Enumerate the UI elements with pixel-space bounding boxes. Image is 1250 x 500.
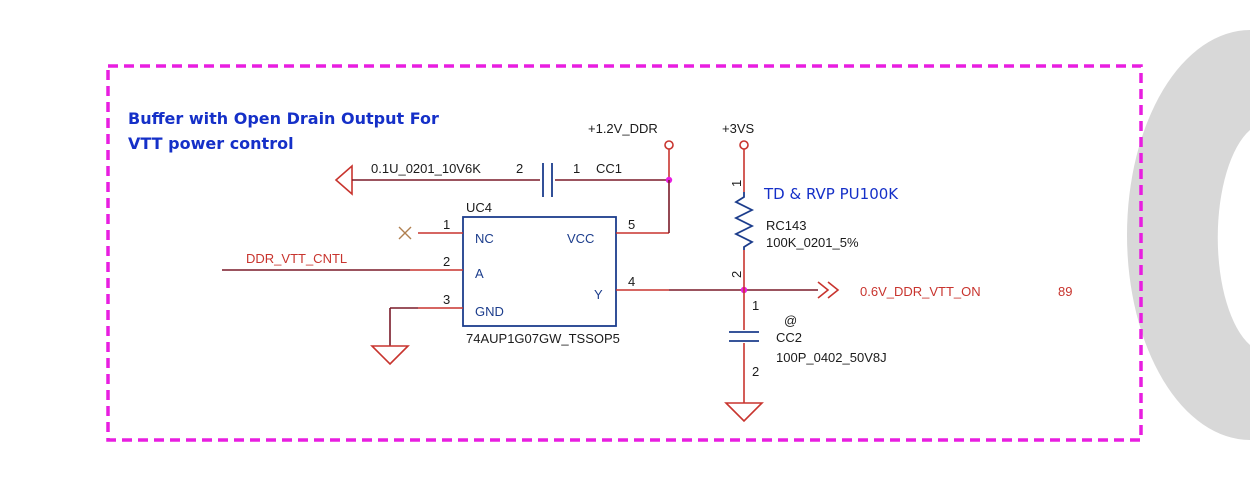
res-ref: RC143 xyxy=(766,218,806,233)
res-pin-top-num: 1 xyxy=(729,180,744,187)
cap-cc1-pin-b: 1 xyxy=(573,161,580,176)
cap-cc2-pin-bot: 2 xyxy=(752,364,759,379)
cap-cc1-pin-a: 2 xyxy=(516,161,523,176)
res-value: 100K_0201_5% xyxy=(766,235,859,250)
cap-cc2-mark: @ xyxy=(784,313,797,328)
ic-pin-name-gnd: GND xyxy=(475,304,504,319)
block-frame xyxy=(106,64,1143,442)
ground-symbol-cc2 xyxy=(724,402,764,423)
ground-symbol-ic xyxy=(370,345,410,366)
rail-symbol-ddr xyxy=(664,140,674,150)
net-page-ref: 89 xyxy=(1058,284,1072,299)
watermark-arc xyxy=(1127,30,1250,440)
no-connect-mark xyxy=(398,226,412,240)
rail-symbol-3vs xyxy=(739,140,749,150)
ic-body xyxy=(462,216,617,327)
cap-cc2-ref: CC2 xyxy=(776,330,802,345)
ic-pin5-num: 5 xyxy=(628,217,635,232)
ground-symbol-cc1 xyxy=(334,164,353,196)
net-label-output: 0.6V_DDR_VTT_ON xyxy=(860,284,981,299)
net-label-input: DDR_VTT_CNTL xyxy=(246,251,347,266)
cap-cc1-ref: CC1 xyxy=(596,161,622,176)
rail-label-ddr: +1.2V_DDR xyxy=(588,121,658,136)
rail-label-3vs: +3VS xyxy=(722,121,754,136)
ic-pin-name-nc: NC xyxy=(475,231,494,246)
ic-pin4-num: 4 xyxy=(628,274,635,289)
ic-pin-name-y: Y xyxy=(594,287,603,302)
ic-pin-name-a: A xyxy=(475,266,484,281)
block-title-line1: Buffer with Open Drain Output For xyxy=(128,109,439,128)
ic-part-number: 74AUP1G07GW_TSSOP5 xyxy=(466,331,620,346)
ic-pin3-num: 3 xyxy=(443,292,450,307)
cap-cc2-value: 100P_0402_50V8J xyxy=(776,350,887,365)
ic-pin-name-vcc: VCC xyxy=(567,231,594,246)
ic-pin1-num: 1 xyxy=(443,217,450,232)
resistor-rc143 xyxy=(733,192,755,250)
cap-cc1-value: 0.1U_0201_10V6K xyxy=(371,161,481,176)
ic-pin2-num: 2 xyxy=(443,254,450,269)
ic-ref: UC4 xyxy=(466,200,492,215)
block-title-line2: VTT power control xyxy=(128,134,294,153)
pullup-note: TD & RVP PU100K xyxy=(763,185,899,203)
offpage-arrow xyxy=(817,281,840,299)
res-pin-bot-num: 2 xyxy=(729,271,744,278)
cap-cc2-pin-top: 1 xyxy=(752,298,759,313)
